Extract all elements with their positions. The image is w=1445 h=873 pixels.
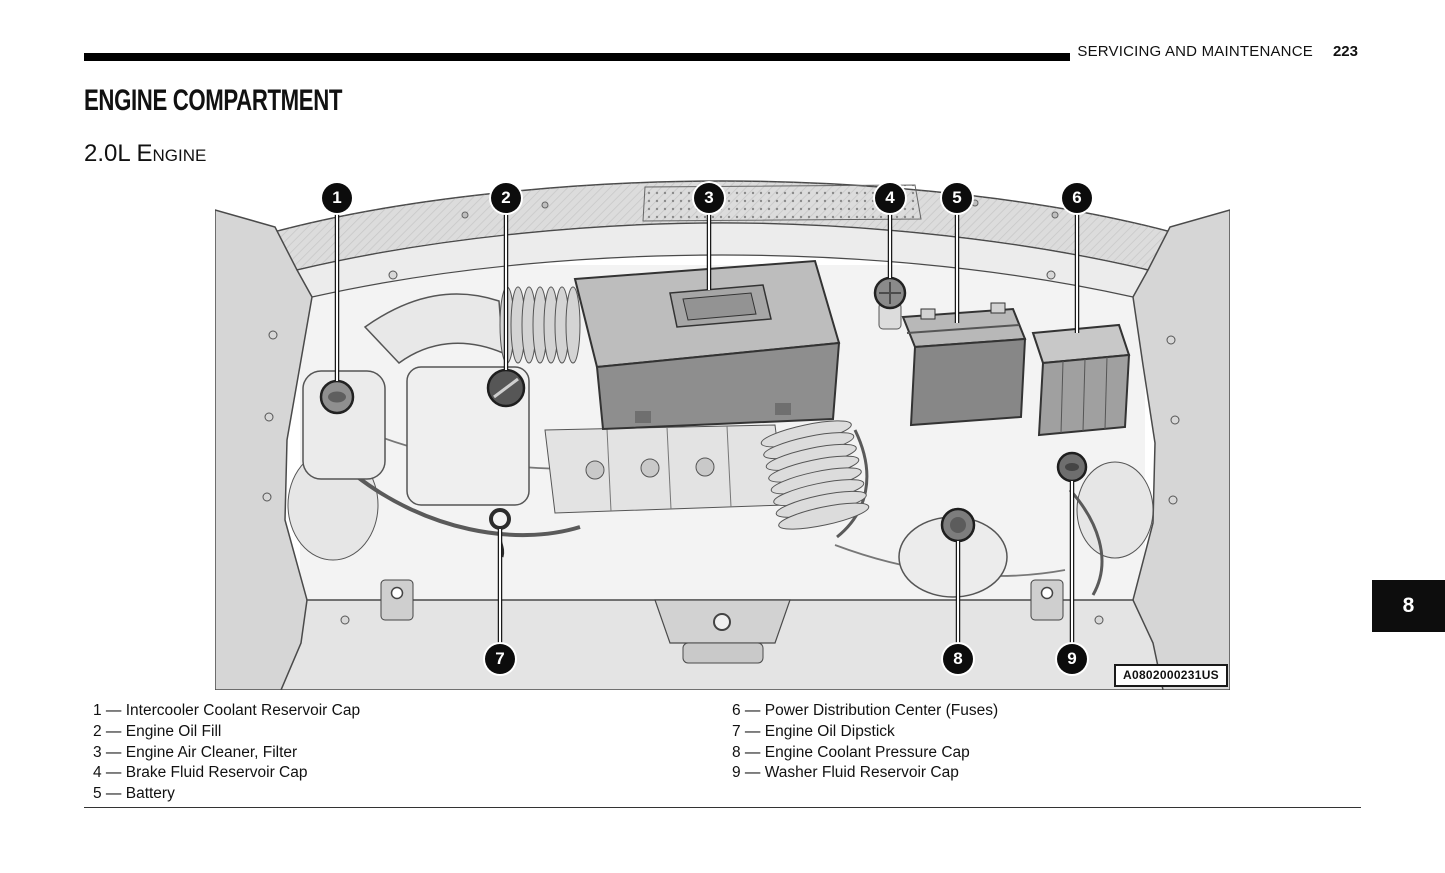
page-number: 223	[1332, 43, 1358, 60]
legend-item-1: 1 — Intercooler Coolant Reservoir Cap	[93, 702, 361, 719]
header-section-title: SERVICING AND MAINTENANCE	[1077, 43, 1313, 60]
callout-9: 9	[1057, 644, 1087, 674]
engine-compartment-figure: 1 2 3 4 5 6 7 8 9 A0802000231US	[215, 175, 1230, 690]
valve-cover	[406, 366, 530, 506]
right-strut-tower	[1076, 461, 1154, 559]
figure-watermark: A0802000231US	[1114, 664, 1228, 687]
legend-item-8: 8 — Engine Coolant Pressure Cap	[732, 743, 970, 761]
legend-item-7: 7 — Engine Oil Dipstick	[732, 722, 895, 740]
battery	[901, 302, 1027, 427]
intercooler-coolant-reservoir	[302, 370, 386, 480]
legend-item-4: 4 — Brake Fluid Reservoir Cap	[93, 764, 308, 782]
figure-legend: 1 — Intercooler Coolant Reservoir Cap 2 …	[93, 701, 1363, 805]
chapter-tab: 8	[1372, 580, 1445, 632]
right-fender	[1109, 209, 1230, 690]
brake-fluid-reservoir	[873, 276, 907, 330]
page-header: SERVICING AND MAINTENANCE 223	[1077, 43, 1358, 60]
legend-item-3: 3 — Engine Air Cleaner, Filter	[93, 743, 298, 761]
callout-3: 3	[694, 183, 724, 213]
washer-fluid-cap	[1056, 451, 1088, 483]
leader-lines	[334, 213, 1080, 643]
header-rule	[84, 53, 1070, 61]
left-fender	[215, 209, 334, 690]
callout-8: 8	[943, 644, 973, 674]
engine-compartment-illustration	[215, 180, 1230, 690]
coolant-pressure-tank	[898, 507, 1008, 598]
legend-item-2: 2 — Engine Oil Fill	[93, 722, 222, 740]
callout-5: 5	[942, 183, 972, 213]
air-intake-duct	[363, 286, 581, 364]
engine-block	[544, 424, 786, 514]
engine-subtitle: 2.0L Engine	[84, 140, 207, 167]
bottom-rule	[84, 807, 1361, 808]
page-title: ENGINE COMPARTMENT	[84, 84, 343, 117]
legend-item-5: 5 — Battery	[93, 785, 175, 803]
legend-column-left: 1 — Intercooler Coolant Reservoir Cap 2 …	[93, 701, 732, 805]
callout-7: 7	[485, 644, 515, 674]
legend-column-right: 6 — Power Distribution Center (Fuses) 7 …	[732, 701, 998, 805]
power-distribution-center	[1031, 323, 1131, 437]
callout-1: 1	[322, 183, 352, 213]
callout-2: 2	[491, 183, 521, 213]
legend-item-9: 9 — Washer Fluid Reservoir Cap	[732, 764, 959, 782]
callout-4: 4	[875, 183, 905, 213]
air-cleaner-box	[573, 259, 841, 431]
legend-item-6: 6 — Power Distribution Center (Fuses)	[732, 702, 999, 719]
callout-6: 6	[1062, 183, 1092, 213]
bolts	[262, 270, 1180, 625]
pleated-duct	[760, 420, 870, 530]
